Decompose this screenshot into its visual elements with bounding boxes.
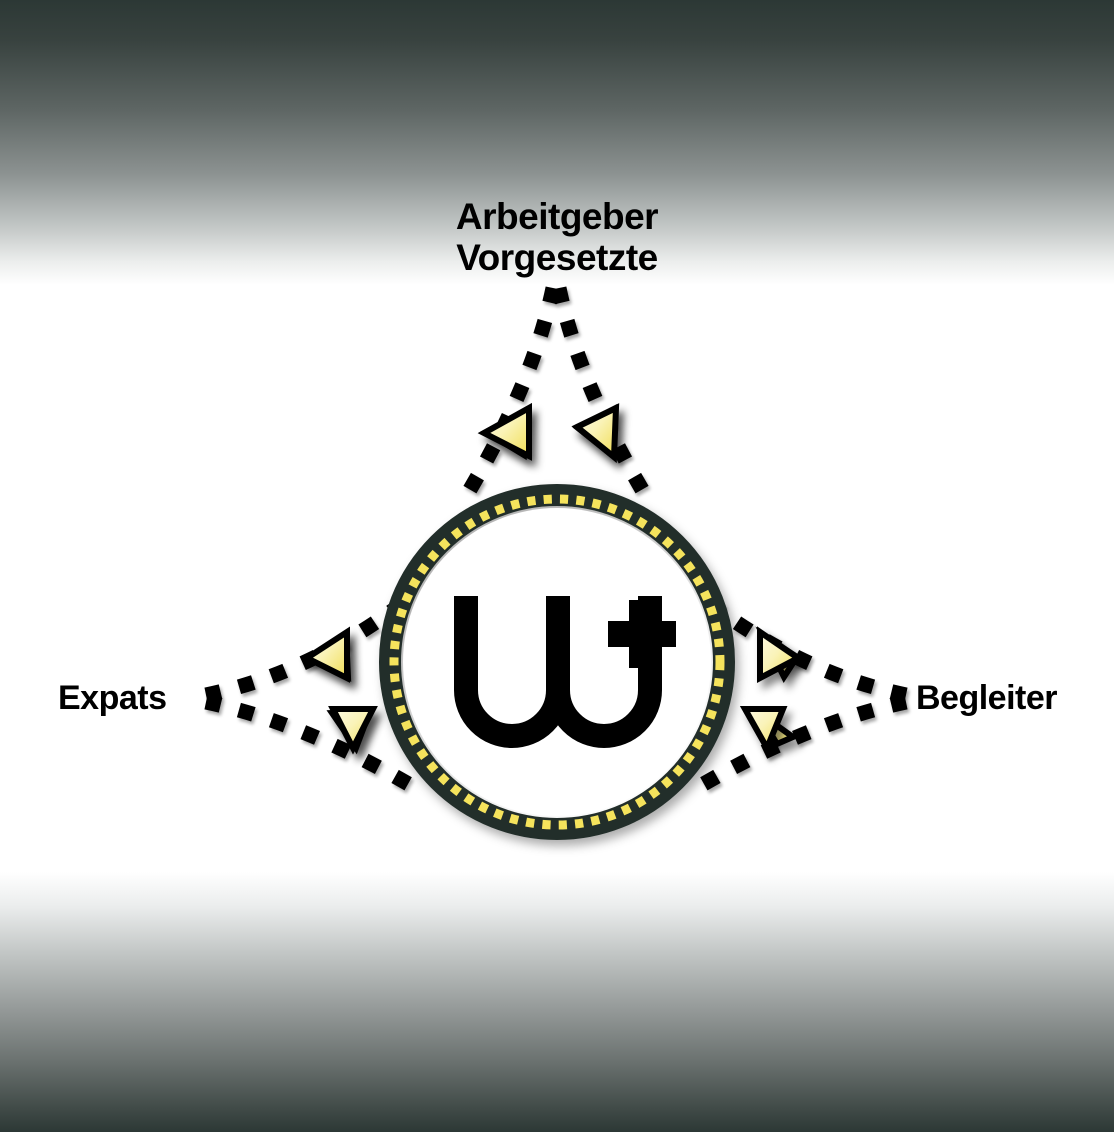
- w-plus-logo: [454, 596, 676, 748]
- connector-begleiter-lower: [696, 694, 908, 793]
- arrowhead-top-right: [571, 403, 620, 464]
- arrowhead-right-upper: [757, 626, 804, 683]
- logo-stroke-right-u: [546, 596, 662, 748]
- label-arbeitgeber-vorgesetzte: Arbeitgeber Vorgesetzte: [0, 196, 1114, 279]
- connector-expats-upper: [204, 590, 417, 703]
- arrowhead-right-lower: [739, 706, 788, 755]
- connector-begleiter-upper: [695, 590, 908, 703]
- label-begleiter: Begleiter: [916, 679, 1058, 717]
- connector-employer-right: [551, 286, 657, 507]
- label-expats: Expats: [58, 679, 167, 717]
- connector-employer-left: [455, 286, 561, 507]
- label-arbeitgeber-line1: Arbeitgeber: [455, 196, 659, 237]
- badge-dash-track: [389, 494, 725, 830]
- connector-expats-lower: [204, 694, 416, 793]
- arrow-group-shapes: [300, 402, 804, 755]
- logo-plus-icon: [608, 600, 676, 668]
- arrowhead-top-left: [477, 402, 532, 461]
- arrowhead-left-lower: [328, 706, 378, 755]
- arrowhead-left-upper: [300, 626, 350, 683]
- connector-group: [204, 286, 908, 793]
- label-vorgesetzte-line2: Vorgesetzte: [456, 237, 658, 279]
